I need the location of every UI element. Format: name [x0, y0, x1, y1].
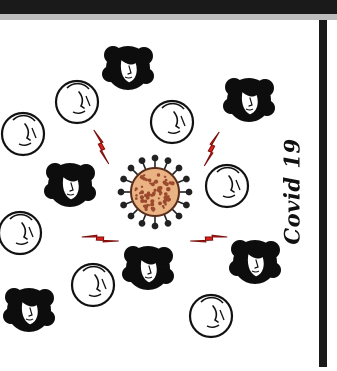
virus-texture-dot — [151, 183, 155, 187]
virus-texture-dot — [141, 186, 143, 188]
virus-texture-dot — [135, 194, 138, 197]
virus-texture-dot — [163, 181, 167, 185]
virus-spike-tip — [184, 202, 189, 207]
virus-spike-tip — [121, 202, 126, 207]
virus-spike-tip — [152, 155, 157, 160]
frame-top — [0, 0, 337, 14]
person-icon — [0, 212, 41, 254]
frame-shadow — [0, 14, 337, 20]
virus-texture-dot — [163, 200, 167, 204]
virus-spike-tip — [152, 223, 157, 228]
virus-spike-tip — [176, 165, 181, 170]
virus-texture-dot — [147, 191, 150, 194]
caption-box: Covid 19 — [272, 126, 312, 256]
virus-texture-dot — [159, 193, 161, 195]
virus-texture-dot — [141, 196, 144, 199]
virus-texture-dot — [145, 178, 148, 181]
virus-texture-dot — [164, 192, 168, 196]
virus-texture-dot — [157, 173, 160, 176]
virus-spike-tip — [121, 176, 126, 181]
virus-texture-dot — [135, 189, 137, 191]
virus-texture-dot — [165, 179, 168, 182]
virus-spike-tip — [184, 176, 189, 181]
person-icon — [2, 113, 44, 155]
virus-spike-tip — [176, 213, 181, 218]
person-icon — [206, 165, 248, 207]
person-icon — [190, 295, 232, 337]
virus-spike-tip — [165, 158, 170, 163]
virus-texture-dot — [135, 197, 138, 200]
virus-spike-tip — [118, 189, 123, 194]
virus-texture-dot — [144, 200, 147, 203]
virus-texture-dot — [154, 189, 157, 192]
virus-texture-dot — [166, 187, 170, 191]
virus-texture-dot — [154, 180, 158, 184]
virus-texture-dot — [148, 204, 150, 206]
frame-right — [319, 20, 327, 367]
virus-spike-tip — [139, 221, 144, 226]
virus-texture-dot — [144, 204, 148, 208]
virus-spike-tip — [128, 165, 133, 170]
person-icon — [102, 46, 154, 90]
virus-texture-dot — [162, 205, 165, 208]
virus-texture-dot — [140, 199, 144, 203]
lightning-icon — [82, 222, 119, 256]
person-icon — [3, 288, 55, 332]
virus-texture-dot — [158, 197, 160, 199]
person-icon — [44, 163, 96, 207]
lightning-icon — [190, 222, 227, 256]
virus-texture-dot — [146, 196, 150, 200]
caption-text: Covid 19 — [280, 138, 305, 244]
person-icon — [151, 101, 193, 143]
virus-texture-dot — [148, 179, 152, 183]
virus-texture-dot — [165, 196, 170, 201]
lightning-icon — [83, 130, 120, 164]
virus-texture-dot — [150, 199, 154, 203]
virus-spike-tip — [186, 189, 191, 194]
coronavirus-icon — [118, 155, 191, 228]
virus-spike-tip — [139, 158, 144, 163]
virus-texture-dot — [159, 186, 163, 190]
virus-texture-dot — [140, 190, 144, 194]
virus-texture-dot — [169, 181, 172, 184]
person-icon — [72, 264, 114, 306]
virus-texture-dot — [158, 202, 162, 206]
virus-spike-tip — [165, 221, 170, 226]
person-icon — [223, 78, 275, 122]
virus-texture-dot — [152, 210, 154, 212]
person-icon — [56, 81, 98, 123]
person-icon — [122, 246, 174, 290]
virus-texture-dot — [164, 176, 166, 178]
virus-spike-tip — [128, 213, 133, 218]
lightning-icon — [193, 132, 230, 166]
virus-texture-dot — [150, 194, 153, 197]
virus-texture-dot — [143, 174, 145, 176]
